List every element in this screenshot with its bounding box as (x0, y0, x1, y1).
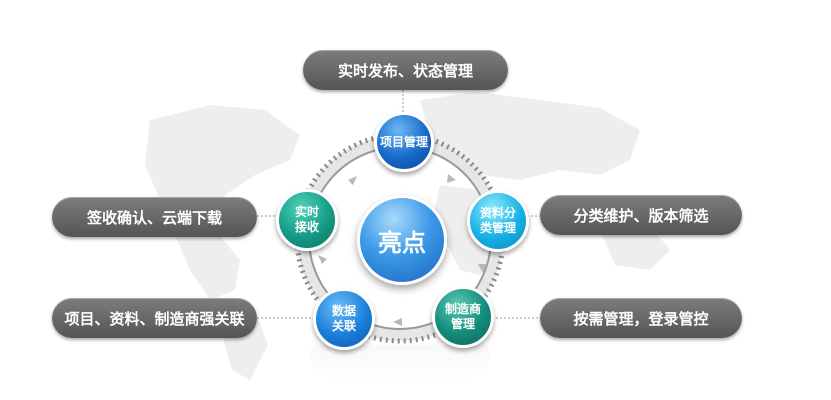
node-document-classification-label: 资料分 类管理 (479, 206, 516, 235)
node-data-association-label: 数据 关联 (331, 304, 356, 333)
node-realtime-receive-label: 实时 接收 (294, 205, 319, 234)
pill-realtime-publish-text: 实时发布、状态管理 (337, 61, 473, 80)
pill-on-demand-management-text: 按需管理，登录管控 (573, 309, 709, 328)
node-manufacturer-management[interactable]: 制造商 管理 (432, 286, 494, 348)
node-data-association[interactable]: 数据 关联 (313, 288, 375, 350)
ring-arrow-1 (447, 174, 456, 183)
ring-arrow-2 (478, 264, 487, 273)
pill-realtime-publish: 实时发布、状态管理 (303, 50, 508, 90)
center-highlight[interactable]: 亮点 (357, 195, 447, 285)
node-document-classification[interactable]: 资料分 类管理 (467, 190, 529, 252)
node-realtime-receive[interactable]: 实时 接收 (276, 189, 338, 251)
ring-arrow-5 (348, 176, 357, 185)
pill-on-demand-management: 按需管理，登录管控 (540, 298, 742, 338)
node-project-management[interactable]: 项目管理 (374, 112, 434, 172)
pill-receipt-confirm: 签收确认、云端下载 (52, 197, 257, 237)
floor-reflection (310, 345, 490, 395)
node-manufacturer-management-label: 制造商 管理 (444, 302, 481, 331)
center-highlight-label: 亮点 (378, 228, 426, 257)
pill-receipt-confirm-text: 签收确认、云端下载 (86, 208, 222, 227)
pill-strong-association-text: 项目、资料、制造商强关联 (64, 309, 245, 328)
pill-category-maintenance: 分类维护、版本筛选 (540, 195, 742, 235)
ring-arrow-3 (393, 318, 402, 326)
node-project-management-label: 项目管理 (379, 134, 428, 149)
pill-category-maintenance-text: 分类维护、版本筛选 (573, 206, 709, 225)
pill-strong-association: 项目、资料、制造商强关联 (52, 298, 257, 338)
ring-arrow-4 (318, 255, 327, 264)
